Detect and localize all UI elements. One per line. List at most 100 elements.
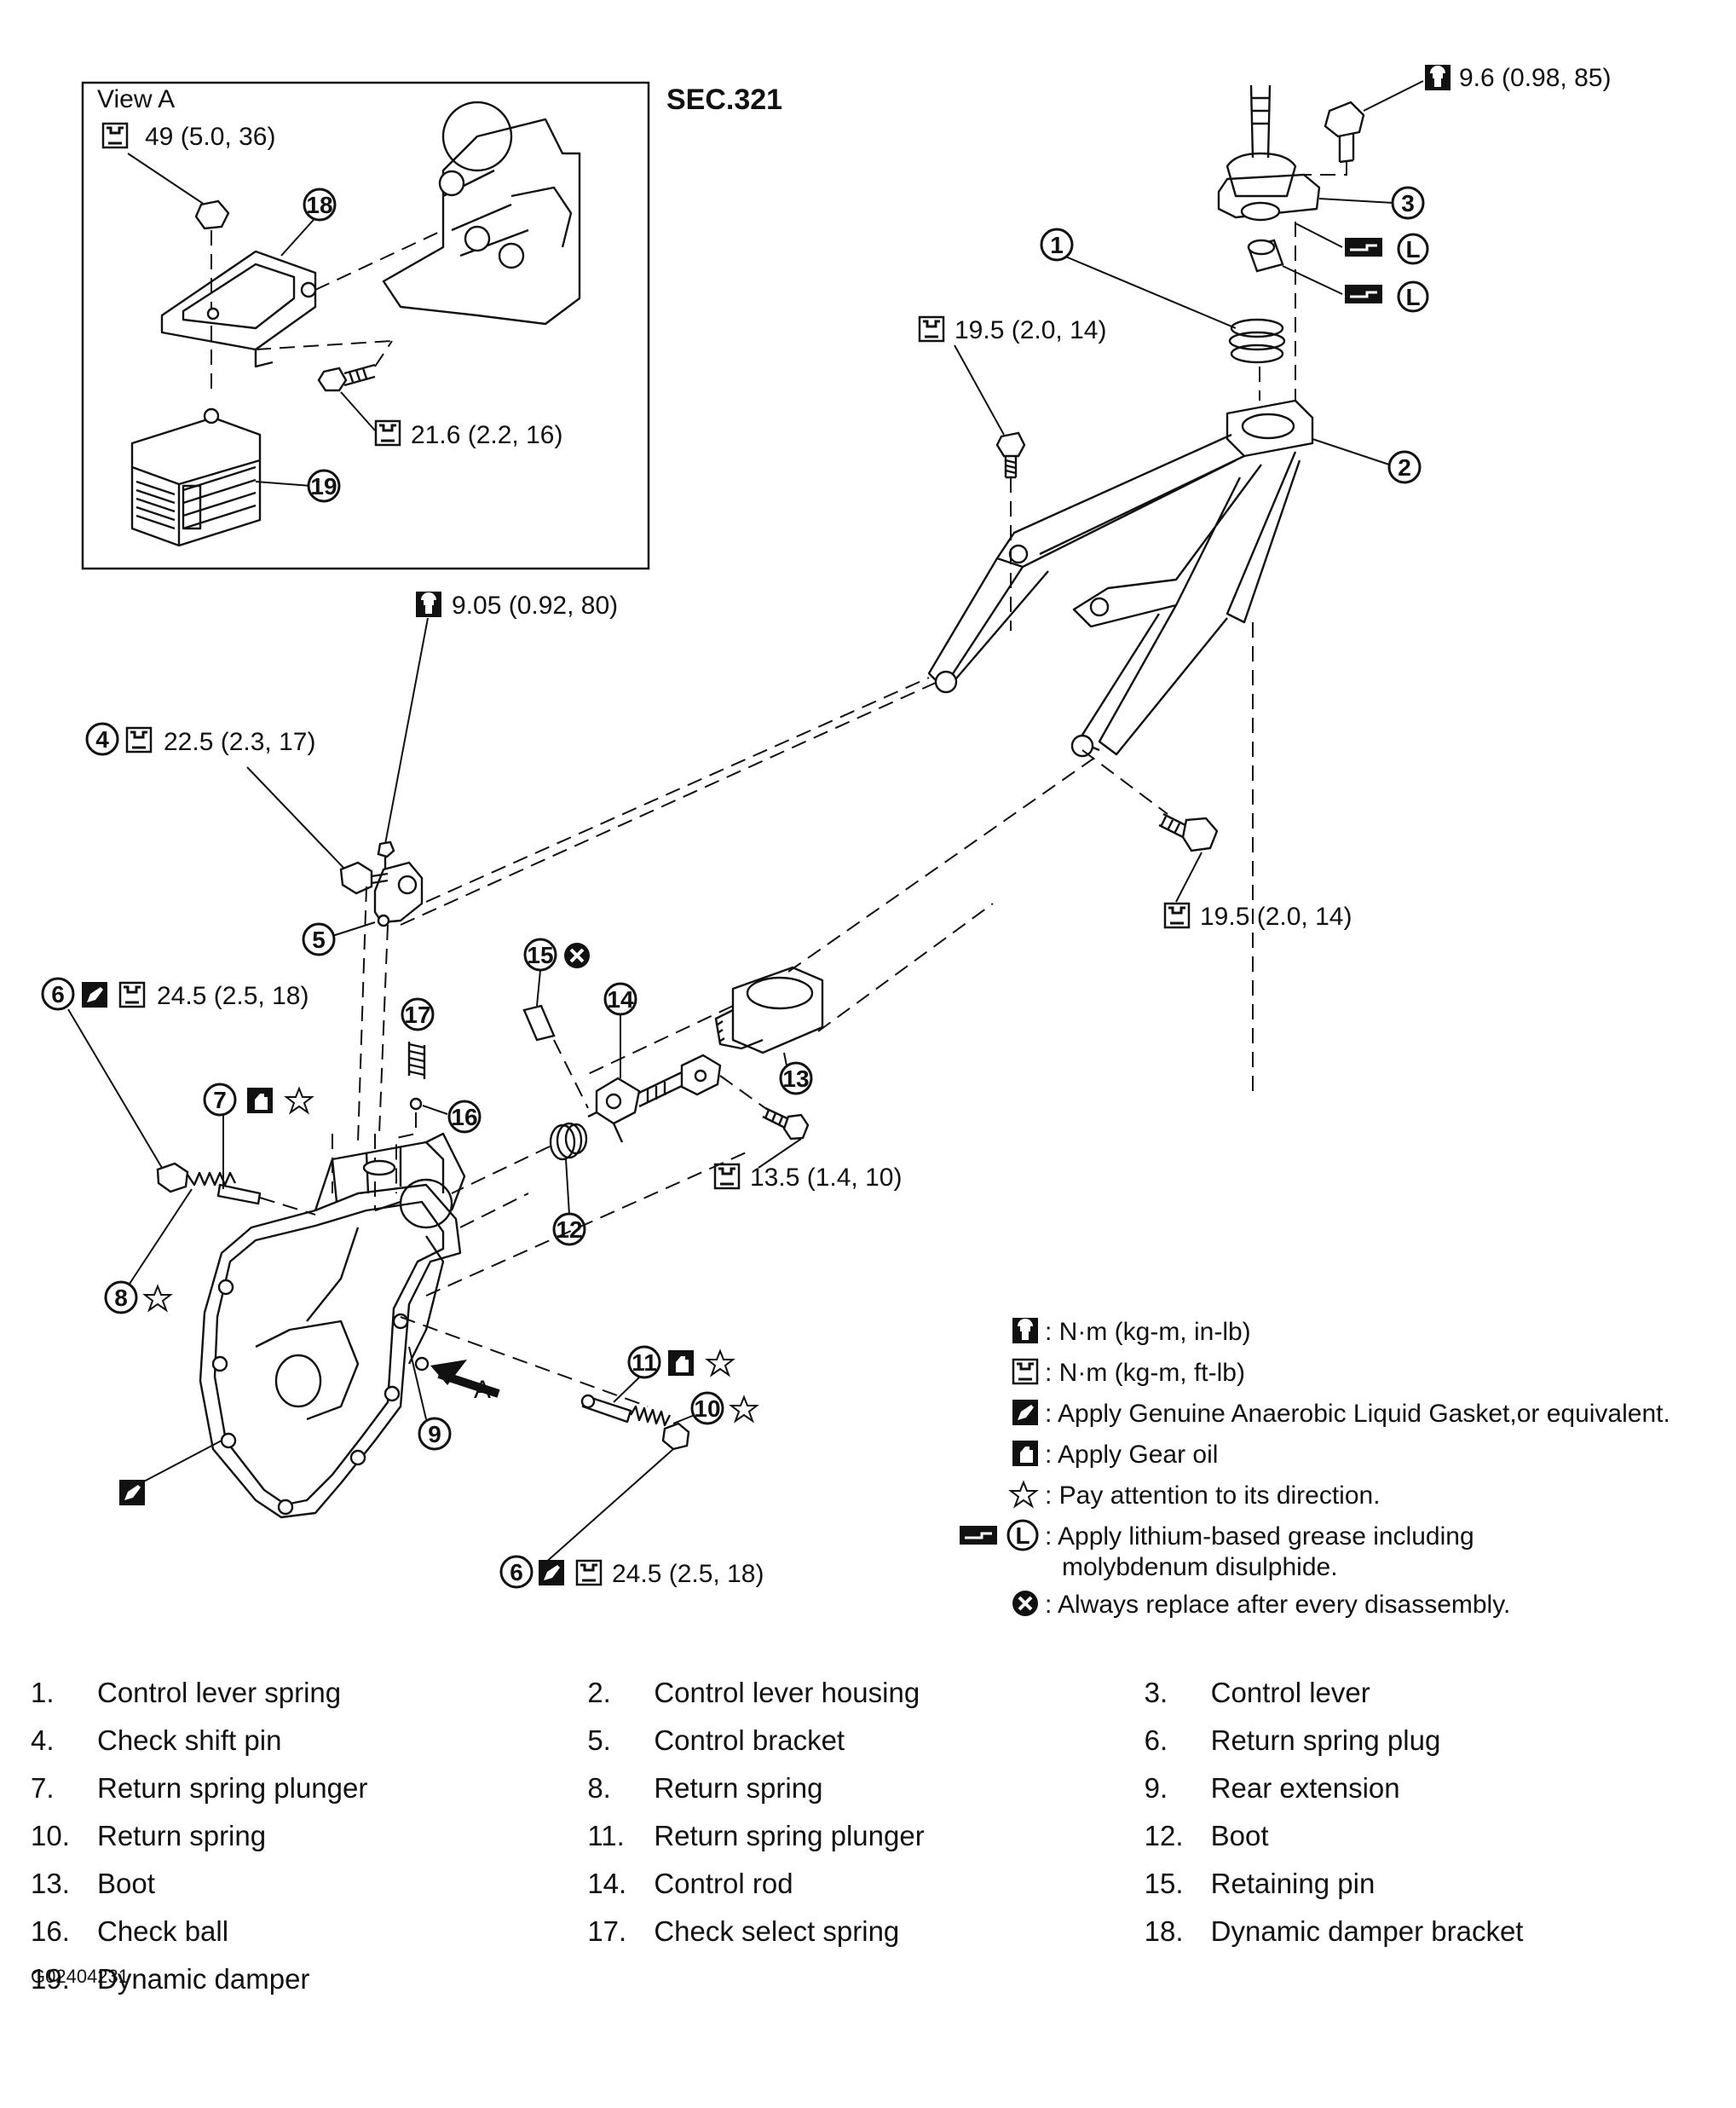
parts-list-item: 10.Return spring [31, 1820, 587, 1852]
part-number: 17. [587, 1915, 627, 1947]
part-number: 1. [31, 1677, 55, 1708]
callout-13-marker [779, 1061, 813, 1095]
callout-9-marker [418, 1417, 452, 1451]
callout-19-marker [307, 469, 341, 503]
callout-2-marker [1387, 450, 1422, 484]
part-number: 13. [31, 1868, 70, 1899]
callout-3-marker [1391, 186, 1425, 220]
part-number: 4. [31, 1724, 55, 1756]
callout-3: 3 [1401, 190, 1415, 217]
section-label: SEC.321 [666, 84, 782, 116]
dynamic-damper-bracket [160, 250, 317, 368]
control-lever-spring [1228, 318, 1286, 364]
direction-star-icon [285, 1088, 313, 1113]
callout-9: 9 [428, 1421, 441, 1447]
torque-plug-lower: 24.5 (2.5, 18) [612, 1560, 764, 1588]
part-name: Return spring plunger [654, 1820, 925, 1851]
check-shift-pin [339, 861, 389, 895]
callout-6-marker [41, 977, 75, 1011]
view-a-arrow [430, 1360, 500, 1398]
view-a-panel: View A 49 (5.0, 36) 18 [81, 81, 650, 570]
parts-list-item: 7. Return spring plunger [31, 1772, 587, 1805]
parts-list-item: 8.Return spring [587, 1772, 1144, 1805]
return-spring-plug-lower [661, 1422, 690, 1451]
replace-icon [1011, 1589, 1040, 1618]
callout-18: 18 [306, 192, 332, 218]
callout-2: 2 [1398, 454, 1411, 481]
part-name: Control lever spring [97, 1677, 342, 1708]
torque-ftlb-icon [101, 122, 129, 149]
dynamic-damper [130, 407, 262, 547]
part-number: 8. [587, 1772, 611, 1804]
part-number: 7. [31, 1772, 55, 1804]
torque-rod-bolt: 13.5 (1.4, 10) [750, 1164, 902, 1192]
transmission-housing-outline [382, 101, 581, 326]
part-name: Control lever housing [654, 1677, 920, 1708]
parts-list-item: 11. Return spring plunger [587, 1820, 1144, 1852]
part-name: Retaining pin [1210, 1868, 1376, 1899]
torque-view-a-bolt: 21.6 (2.2, 16) [411, 421, 562, 449]
torque-check-shift-pin: 22.5 (2.3, 17) [164, 728, 315, 756]
part-number: 15. [1144, 1868, 1184, 1899]
torque-ftlb-icon [374, 419, 401, 447]
part-name: Dynamic damper [97, 1963, 310, 1995]
callout-17: 17 [404, 1002, 430, 1028]
part-number: 16. [31, 1915, 70, 1947]
parts-list-item: 2.Control lever housing [587, 1677, 1144, 1709]
torque-inlb-icon [1425, 65, 1451, 90]
view-a-arrow-label: A [474, 1376, 491, 1404]
parts-list-item: 9.Rear extension [1145, 1772, 1701, 1805]
callout-8-marker [104, 1280, 138, 1314]
torque-ftlb-icon [1012, 1358, 1039, 1385]
legend: : N·m (kg-m, in-lb) : N·m (kg-m, ft-lb) … [958, 1318, 1670, 1619]
return-spring-plunger-upper [216, 1183, 262, 1205]
parts-list-item: 18.Dynamic damper bracket [1145, 1915, 1701, 1948]
torque-ftlb-icon [125, 726, 153, 754]
grease-icon [1343, 283, 1384, 305]
parts-list-item: 16. Check ball [31, 1915, 587, 1948]
part-number: 12. [1144, 1820, 1184, 1851]
part-number: 18. [1144, 1915, 1184, 1947]
callout-4: 4 [95, 726, 109, 753]
legend-direction: : Pay attention to its direction. [1045, 1481, 1381, 1510]
gasket-icon [1012, 1400, 1038, 1425]
check-ball [409, 1097, 423, 1111]
legend-nm-ftlb: : N·m (kg-m, ft-lb) [1045, 1359, 1245, 1387]
callout-18-marker [303, 188, 337, 222]
gasket-icon [539, 1560, 564, 1585]
part-number: 3. [1144, 1677, 1168, 1708]
parts-list-row: 19.Dynamic damper [31, 1955, 1701, 2003]
torque-housing-bolt-left: 19.5 (2.0, 14) [955, 316, 1106, 344]
view-a-title: View A [97, 85, 175, 113]
callout-12: 12 [556, 1216, 582, 1243]
legend-gasket: : Apply Genuine Anaerobic Liquid Gasket,… [1045, 1400, 1670, 1428]
control-rod [587, 1054, 722, 1143]
replace-icon [562, 941, 591, 970]
svg-text:L: L [1405, 236, 1420, 263]
control-lever-bushing [1247, 239, 1284, 273]
callout-5: 5 [312, 927, 326, 953]
parts-list-item: 13.Boot [31, 1868, 587, 1900]
callout-6-lower: 6 [510, 1559, 523, 1585]
view-a-bolt [317, 363, 376, 392]
callout-14: 14 [607, 986, 634, 1013]
grease-mark-legend [1006, 1519, 1039, 1551]
check-select-spring [407, 1042, 426, 1079]
part-name: Control lever [1210, 1677, 1370, 1708]
legend-grease-1: : Apply lithium-based grease including [1045, 1522, 1474, 1551]
part-name: Check ball [97, 1915, 229, 1947]
part-name: Return spring [97, 1820, 267, 1851]
parts-list-item: 1. Control lever spring [31, 1677, 587, 1709]
control-bracket [373, 840, 424, 927]
callout-11: 11 [632, 1349, 657, 1376]
direction-star-icon [730, 1396, 758, 1422]
svg-text:L: L [1405, 284, 1420, 310]
part-name: Return spring plunger [97, 1772, 368, 1804]
part-number: 11. [587, 1820, 625, 1851]
direction-star-icon [144, 1285, 171, 1311]
grease-icon [958, 1524, 999, 1546]
control-rod-bolt [762, 1106, 810, 1141]
svg-text:L: L [1015, 1522, 1029, 1549]
